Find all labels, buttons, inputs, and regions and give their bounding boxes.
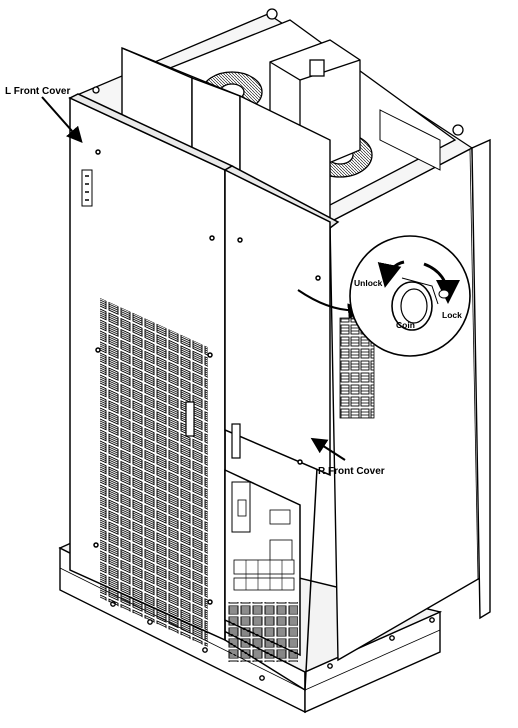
right-cover-arrow [310, 437, 346, 461]
unlock-rotate-arrow [377, 260, 405, 288]
left-front-cover [68, 93, 234, 648]
right-front-cover [223, 165, 340, 692]
unlock-label: Unlock [354, 278, 383, 288]
lock-detail-inset [297, 235, 471, 357]
left-cover-arrow [41, 96, 83, 143]
right-cover-label: R Front Cover [318, 466, 385, 477]
right-side-panel [314, 138, 491, 662]
lock-label: Lock [442, 310, 462, 320]
coin-label: Coin [396, 320, 415, 330]
breaker-compartment [224, 468, 301, 662]
left-cover-label: L Front Cover [5, 86, 70, 97]
